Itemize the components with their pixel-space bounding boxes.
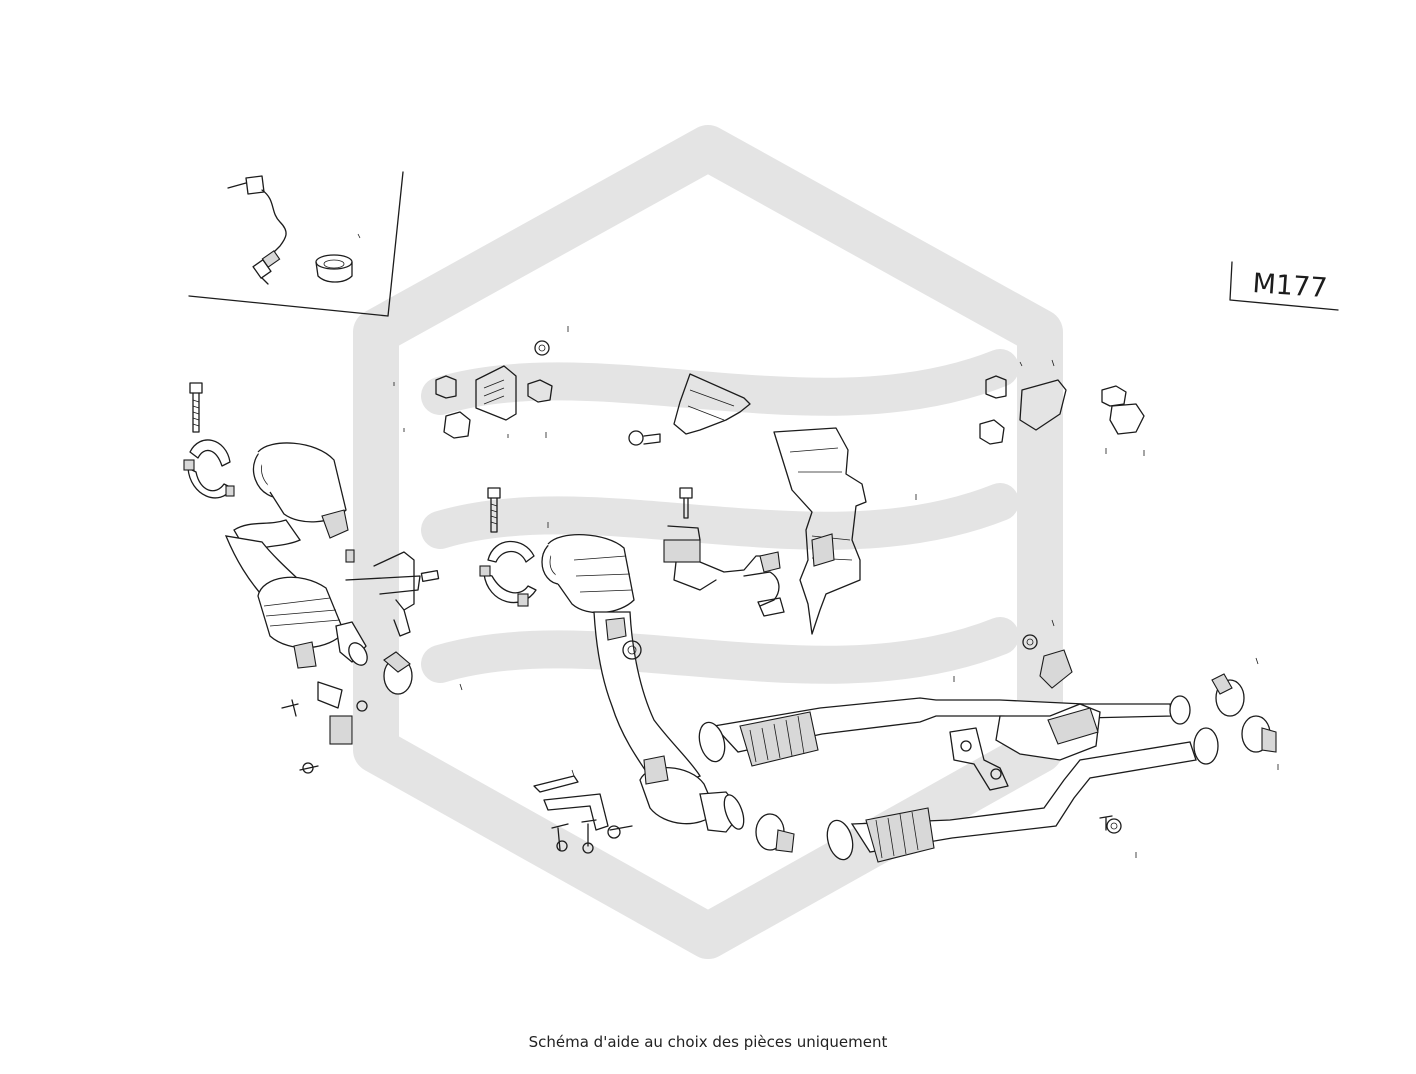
middle-bolt-and-clamp [479,487,549,607]
large-heat-shield [773,427,917,635]
lower-middle-clamp [755,813,795,853]
exhaust-flap-actuator [663,487,785,617]
left-catalytic-converter [224,442,368,669]
middle-catalytic-converter [541,534,745,833]
left-bolt-and-clamps [183,382,235,499]
left-bracket [281,549,440,774]
diagram-caption: Schéma d'aide au choix des pièces unique… [528,1033,888,1051]
left-small-clamp [383,651,463,695]
right-clamps [1211,657,1279,770]
lower-middle-brackets [533,769,633,854]
intermediate-pipe-assembly [698,359,1219,863]
right-sensor-and-nut [1022,619,1073,689]
right-lower-bolt [1099,815,1137,858]
inset-oxygen-sensor [188,171,404,317]
upper-middle-brackets [393,326,569,439]
engine-code-label: M177 [1229,261,1339,311]
upper-heat-shield [628,373,751,446]
upper-right-brackets [979,361,1145,456]
engine-code-text: M177 [1252,268,1329,304]
watermark-logo [353,125,1063,959]
